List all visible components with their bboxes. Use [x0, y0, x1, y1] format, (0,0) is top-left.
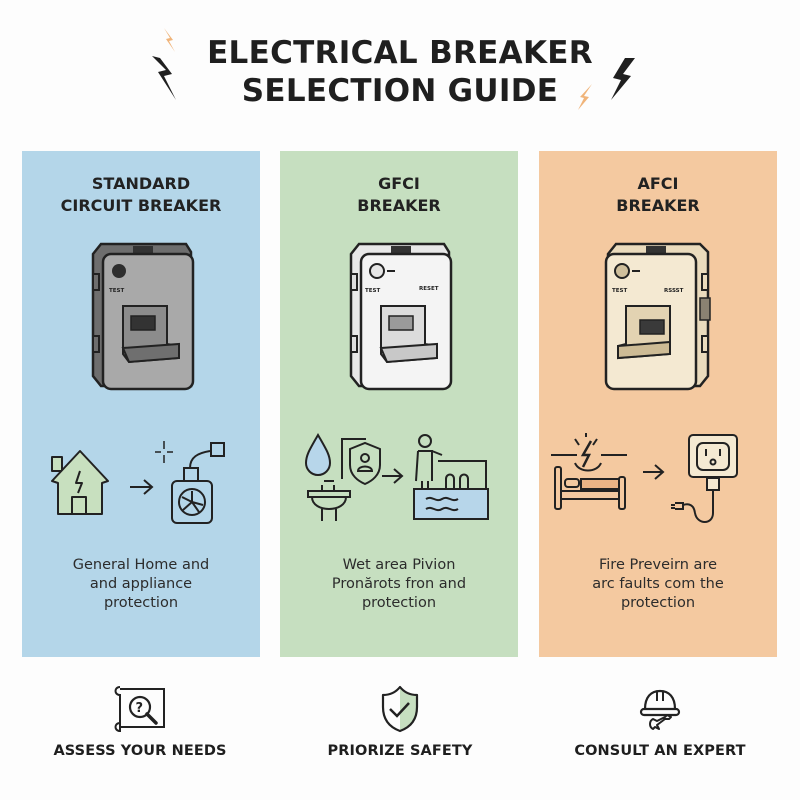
bed-arc-fault-icon — [551, 433, 627, 510]
shield-person-icon — [341, 438, 381, 486]
map-magnifier-question-icon: ? — [114, 686, 165, 733]
panel-gfci-breaker: GFCI BREAKER TEST RESET — [280, 151, 518, 657]
water-drop-icon — [304, 432, 332, 476]
gfci-breaker-device-icon: TEST RESET — [349, 242, 453, 391]
svg-text:RSSST: RSSST — [664, 288, 684, 294]
fan-appliance-icon — [155, 441, 225, 524]
hardhat-wrench-icon — [639, 689, 681, 730]
tip-label: PRIORIZE SAFETY — [327, 743, 473, 759]
page-title: ELECTRICAL BREAKER SELECTION GUIDE — [0, 34, 800, 110]
panel-description: Wet area Pivion Pronărots fron and prote… — [331, 557, 467, 611]
arrow-right-icon — [130, 479, 154, 495]
arrow-right-icon — [643, 464, 665, 480]
shield-check-icon — [381, 685, 419, 733]
panel-title: GFCI BREAKER — [357, 174, 441, 215]
svg-text:?: ? — [136, 701, 144, 716]
person-pool-icon — [413, 434, 489, 520]
tip-label: ASSESS YOUR NEEDS — [53, 743, 227, 759]
tip-consult-expert: CONSULT AN EXPERT — [540, 683, 780, 759]
lightning-bolt-icon — [578, 84, 592, 110]
standard-breaker-device-icon: TEST — [91, 242, 195, 391]
usage-illustration — [551, 433, 738, 523]
panel-title: AFCI BREAKER — [616, 174, 700, 215]
title-line-1: ELECTRICAL BREAKER — [207, 35, 593, 71]
afci-breaker-device-icon: TEST RSSST — [604, 242, 711, 391]
house-lightning-icon — [51, 450, 109, 515]
usage-illustration — [304, 432, 489, 521]
title-line-2: SELECTION GUIDE — [241, 73, 559, 109]
tip-prioritize-safety: PRIORIZE SAFETY — [280, 683, 520, 759]
usage-illustration — [51, 441, 225, 524]
panel-standard-breaker: STANDARD CIRCUIT BREAKER TEST — [22, 151, 260, 657]
lightning-bolt-icon — [611, 58, 635, 100]
panel-description: Fire Preveirn are arc faults com the pro… — [592, 557, 724, 611]
tip-assess-needs: ? ASSESS YOUR NEEDS — [20, 683, 260, 759]
lightning-bolt-icon — [164, 28, 175, 52]
svg-text:RESET: RESET — [419, 286, 439, 292]
panel-afci-breaker: AFCI BREAKER TEST RSSST — [539, 151, 777, 657]
tip-label: CONSULT AN EXPERT — [574, 743, 746, 759]
svg-text:TEST: TEST — [365, 288, 380, 294]
lightning-bolt-icon — [152, 56, 176, 100]
svg-text:TEST: TEST — [109, 288, 124, 294]
svg-text:TEST: TEST — [612, 288, 627, 294]
panel-description: General Home and and appliance protectio… — [72, 557, 210, 611]
panel-title: STANDARD CIRCUIT BREAKER — [60, 174, 222, 215]
outlet-plug-icon — [671, 434, 738, 523]
arrow-right-icon — [382, 468, 404, 484]
sink-icon — [307, 480, 351, 521]
